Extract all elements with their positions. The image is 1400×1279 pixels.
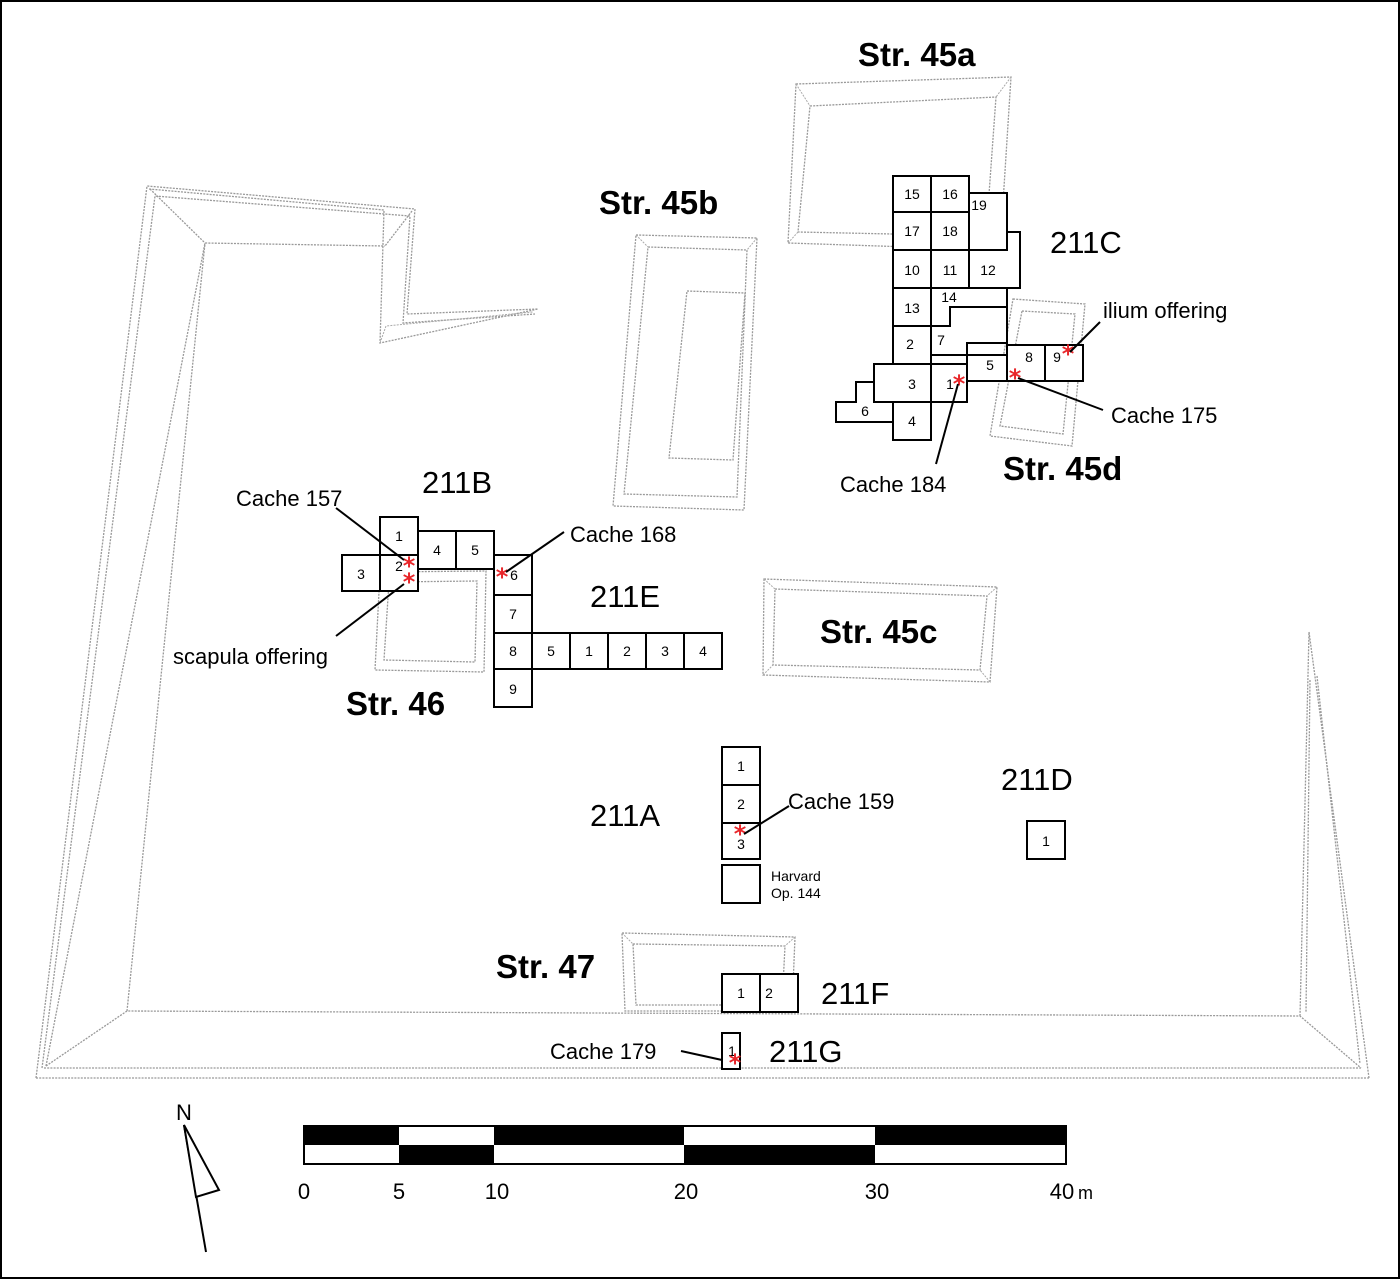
unit-211c-10: 10 [904, 262, 920, 278]
str-label-47: Str. 47 [496, 948, 595, 985]
cache-168-marker: * [496, 563, 509, 591]
unit-211c-14: 14 [941, 289, 957, 305]
unit-211c-17: 17 [904, 223, 920, 239]
north-arrow: N [176, 1100, 221, 1253]
structure-45b-outline [612, 234, 758, 511]
scale-tick-10: 10 [485, 1179, 509, 1204]
op-label-211a: 211A [590, 798, 660, 833]
unit-211c-8: 8 [1025, 349, 1033, 365]
unit-211e-3: 3 [661, 643, 669, 659]
str-label-45d: Str. 45d [1003, 450, 1122, 487]
unit-211c-5: 5 [986, 357, 994, 373]
op-211d-units: 1 [1026, 820, 1066, 860]
unit-211e-6: 6 [510, 567, 518, 583]
unit-211d-1: 1 [1042, 833, 1050, 849]
harvard-op-label-1: Harvard [771, 868, 821, 884]
unit-211a-3: 3 [737, 836, 745, 852]
cache-159-marker: * [734, 820, 747, 848]
scale-tick-30: 30 [865, 1179, 889, 1204]
cache-157-marker: * [403, 552, 416, 580]
cache-175-marker: * [1009, 364, 1022, 392]
op-label-211f: 211F [821, 976, 889, 1011]
op-label-211c: 211C [1050, 225, 1122, 260]
str-label-45c: Str. 45c [820, 613, 937, 650]
scale-tick-5: 5 [393, 1179, 405, 1204]
unit-211f-1: 1 [737, 985, 745, 1001]
unit-211b-2: 2 [395, 558, 403, 574]
unit-211c-15: 15 [904, 186, 920, 202]
str-label-46: Str. 46 [346, 685, 445, 722]
op-label-211e: 211E [590, 579, 660, 614]
scapula-offering-marker: * [403, 568, 416, 596]
label-cache-175: Cache 175 [1111, 403, 1217, 428]
unit-211b-5: 5 [471, 542, 479, 558]
unit-211c-3: 3 [908, 376, 916, 392]
op-label-211d: 211D [1001, 762, 1073, 797]
plaza-platform-outline [35, 185, 1370, 1079]
unit-211a-1: 1 [737, 758, 745, 774]
label-cache-168: Cache 168 [570, 522, 676, 547]
north-arrow-icon [183, 1124, 221, 1199]
scale-tick-20: 20 [674, 1179, 698, 1204]
structure-45c-outline [762, 578, 998, 683]
str-label-45b: Str. 45b [599, 184, 718, 221]
operation-labels: 211C 211B 211E 211A 211D 211F 211G [422, 225, 1122, 1069]
unit-211b-4: 4 [433, 542, 441, 558]
unit-211c-9: 9 [1053, 349, 1061, 365]
op-211c-units: 15 16 19 17 18 10 11 12 13 14 2 7 5 8 9 … [835, 175, 1084, 441]
harvard-op-label-2: Op. 144 [771, 885, 821, 901]
scale-unit: m [1078, 1183, 1093, 1203]
op-211b-units: 1 2 4 5 3 [341, 516, 495, 592]
scale-bar: 0 5 10 20 30 40 m [298, 1125, 1093, 1204]
unit-211e-9: 9 [509, 681, 517, 697]
op-211e-units: 6 7 8 5 1 2 3 4 9 [493, 554, 723, 708]
structure-45d-outline [989, 298, 1086, 447]
unit-211g-1: 1 [728, 1043, 736, 1059]
leader-lines [335, 321, 1104, 1061]
unit-211f-2: 2 [765, 985, 773, 1001]
unit-211c-1: 1 [946, 376, 954, 392]
north-label: N [176, 1100, 192, 1125]
scale-tick-40: 40 [1050, 1179, 1074, 1204]
label-cache-159: Cache 159 [788, 789, 894, 814]
unit-211e-7: 7 [509, 606, 517, 622]
unit-211c-19: 19 [971, 197, 987, 213]
label-cache-179: Cache 179 [550, 1039, 656, 1064]
ilium-offering-marker: * [1062, 340, 1075, 368]
unit-211c-7: 7 [937, 332, 945, 348]
label-ilium-offering: ilium offering [1103, 298, 1227, 323]
unit-211c-16: 16 [942, 186, 958, 202]
unit-211e-1: 1 [585, 643, 593, 659]
unit-211e-8: 8 [509, 643, 517, 659]
unit-211c-6: 6 [861, 403, 869, 419]
unit-211c-11: 11 [943, 262, 958, 278]
unit-211c-4: 4 [908, 413, 916, 429]
annotation-labels: Cache 157 Cache 168 Cache 184 Cache 175 … [173, 298, 1227, 1064]
str-label-45a: Str. 45a [858, 36, 976, 73]
op-211a-units: 1 2 3 Harvard Op. 144 [721, 746, 821, 904]
unit-211e-4: 4 [699, 643, 707, 659]
unit-211c-18: 18 [942, 223, 958, 239]
unit-211a-2: 2 [737, 796, 745, 812]
cache-179-marker: * [729, 1049, 742, 1077]
scale-tick-0: 0 [298, 1179, 310, 1204]
unit-211c-2: 2 [906, 336, 914, 352]
op-211f-units: 1 2 [721, 973, 799, 1013]
op-211g-units: 1 [721, 1032, 741, 1070]
unit-211c-12: 12 [980, 262, 996, 278]
op-label-211g: 211G [769, 1034, 843, 1069]
structure-46-outline [374, 570, 487, 673]
label-cache-157: Cache 157 [236, 486, 342, 511]
unit-211e-5: 5 [547, 643, 555, 659]
unit-211b-1: 1 [395, 528, 403, 544]
op-label-211b: 211B [422, 465, 492, 500]
unit-211e-2: 2 [623, 643, 631, 659]
unit-211c-13: 13 [904, 300, 920, 316]
unit-211b-3: 3 [357, 566, 365, 582]
label-scapula-offering: scapula offering [173, 644, 328, 669]
structure-labels: Str. 45a Str. 45b Str. 45c Str. 45d Str.… [346, 36, 1122, 985]
label-cache-184: Cache 184 [840, 472, 946, 497]
